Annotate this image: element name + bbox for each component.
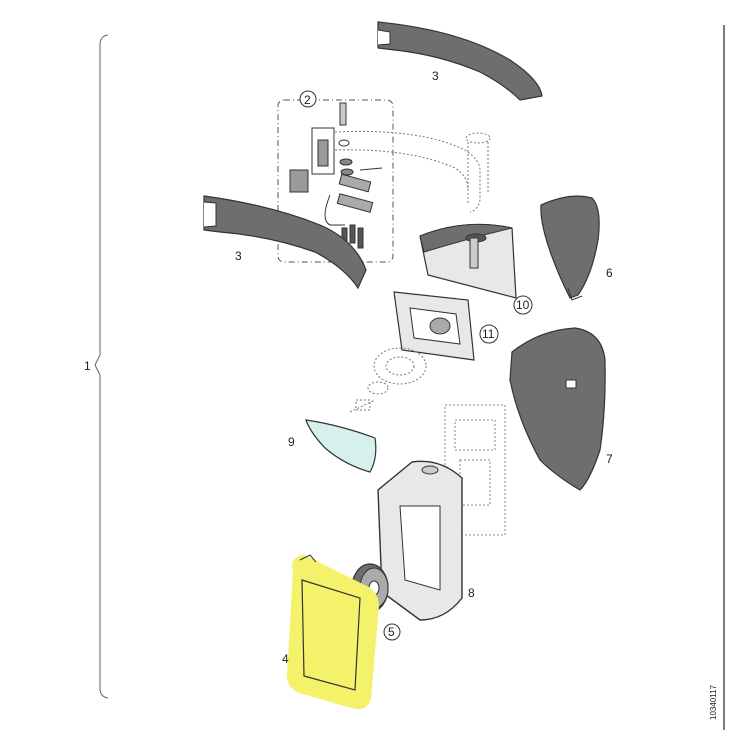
part-9-glass-lens[interactable]	[305, 419, 377, 473]
callout-4: 4	[282, 652, 289, 666]
part-7-back-cover[interactable]	[509, 327, 606, 491]
callout-3-upper: 3	[432, 69, 439, 83]
callout-11: 11	[482, 327, 495, 341]
part-2-mechanism-assembly[interactable]	[277, 99, 394, 263]
part-8-main-frame[interactable]	[377, 460, 463, 621]
callout-5-circle	[383, 623, 401, 641]
callout-11-circle	[479, 324, 499, 344]
part-4-panel-highlighted[interactable]	[287, 554, 379, 710]
callout-10: 10	[516, 298, 530, 312]
callout-7: 7	[606, 452, 613, 466]
part-3-lower-armrest[interactable]	[203, 195, 367, 290]
bearing-assembly	[349, 347, 427, 413]
callout-9: 9	[288, 435, 295, 449]
callout-5: 5	[388, 625, 395, 639]
callout-2: 2	[304, 93, 311, 107]
document-id: 10340117	[709, 684, 718, 720]
part-10-housing[interactable]	[419, 223, 517, 299]
internal-chassis-outline	[444, 404, 506, 536]
callout-8: 8	[468, 586, 475, 600]
part-6-cover[interactable]	[540, 195, 600, 301]
callout-10-circle	[513, 295, 533, 315]
group-label-1: 1	[84, 359, 91, 373]
group-bracket	[94, 34, 109, 699]
armrest-frame-outline	[334, 130, 491, 213]
callout-3-lower: 3	[235, 249, 242, 263]
part-11-frame[interactable]	[393, 291, 475, 361]
callout-2-circle	[299, 90, 317, 108]
part-3-upper-armrest[interactable]	[377, 21, 543, 101]
callout-6: 6	[606, 266, 613, 280]
